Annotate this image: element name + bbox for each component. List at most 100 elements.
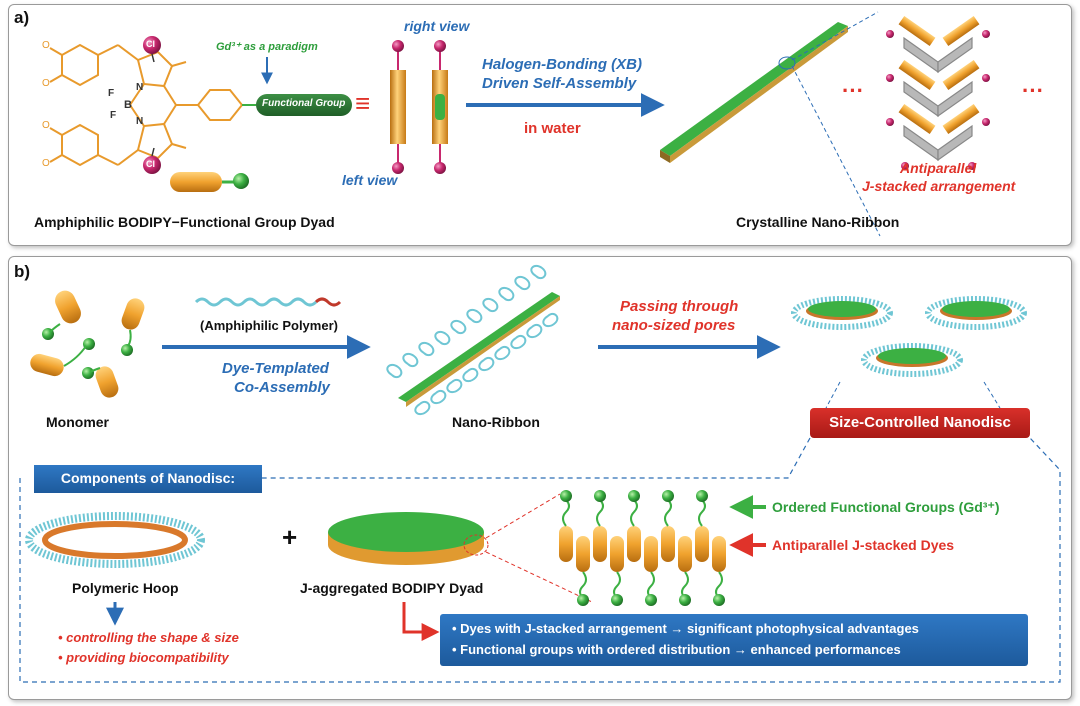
cl-bottom-label: Cl xyxy=(146,159,155,169)
gd-note: Gd³⁺ as a paradigm xyxy=(216,41,318,53)
panel-a xyxy=(8,4,1072,246)
dyad-capsule-icon xyxy=(170,172,222,192)
plus-sign: + xyxy=(282,522,298,552)
components-dashed-outline xyxy=(19,437,1061,683)
stacked-dye xyxy=(559,526,573,562)
linker xyxy=(698,499,706,527)
hoop-bullet-2: • providing biocompatibility xyxy=(58,650,229,665)
o-label-2: O xyxy=(42,78,50,89)
functional-group-ball xyxy=(696,490,708,502)
bodipy-dyad-disc xyxy=(328,512,484,565)
nanoribbon-label: Nano-Ribbon xyxy=(452,414,540,430)
o-label-1: O xyxy=(42,40,50,51)
advantage-bullet-2-text: Functional groups with ordered distribut… xyxy=(460,642,901,657)
o-label-4: O xyxy=(42,158,50,169)
right-view-label: right view xyxy=(404,18,470,34)
equivalence-sign: ≡ xyxy=(355,88,371,118)
crystalline-nano-ribbon xyxy=(660,22,848,163)
n-top-label: N xyxy=(136,82,144,93)
monomer-label: Monomer xyxy=(46,414,109,430)
hoop-bullet-2-text: providing biocompatibility xyxy=(66,650,229,665)
linker xyxy=(630,499,638,527)
stacked-dye xyxy=(712,536,726,572)
functional-group-ball xyxy=(560,490,572,502)
self-assembly-line2: Driven Self-Assembly xyxy=(482,75,637,92)
functional-group-ball xyxy=(679,594,691,606)
monomer-cluster xyxy=(30,290,145,398)
ellipsis-right: ··· xyxy=(1022,78,1044,103)
functional-group-ball xyxy=(594,490,606,502)
stacked-dye xyxy=(695,526,709,562)
stacked-dye xyxy=(644,536,658,572)
f-top-label: F xyxy=(108,88,115,99)
chlorine-atom-bottom xyxy=(143,156,161,174)
functional-group-ball xyxy=(662,490,674,502)
components-label: Components of Nanodisc: xyxy=(60,470,236,486)
bodipy-molecule xyxy=(49,43,256,167)
hoop-label: Polymeric Hoop xyxy=(72,580,179,596)
chlorine-atom-top xyxy=(143,36,161,54)
linker xyxy=(647,571,655,599)
stacked-dye xyxy=(678,536,692,572)
in-water-label: in water xyxy=(524,120,581,137)
cl-top-label: Cl xyxy=(146,39,155,49)
nanodisc-group xyxy=(791,296,1027,377)
ellipsis-left: ··· xyxy=(842,78,864,103)
functional-group-ball xyxy=(628,490,640,502)
f-bottom-label: F xyxy=(110,110,117,121)
functional-group-ball xyxy=(577,594,589,606)
dyad-caption: Amphiphilic BODIPY−Functional Group Dyad xyxy=(34,214,335,230)
coassembly-line1: Dye-Templated xyxy=(222,360,329,377)
functional-group-label: Functional Group xyxy=(262,98,346,109)
linker xyxy=(613,571,621,599)
nanodisc-label-box xyxy=(810,408,1030,438)
polymer-chain xyxy=(194,297,318,307)
left-view-label: left view xyxy=(342,172,398,188)
dyad-elbow-arrow xyxy=(402,602,440,641)
advantage-bullet-2: • Functional groups with ordered distrib… xyxy=(452,642,901,657)
j-stacked-dyes xyxy=(559,490,726,606)
o-label-3: O xyxy=(42,120,50,131)
functional-group-ball xyxy=(645,594,657,606)
advantage-bullet-1-text: Dyes with J-stacked arrangement → signif… xyxy=(460,621,919,636)
polymeric-hoop xyxy=(25,512,205,568)
dyad-views xyxy=(390,40,448,174)
stacked-dye xyxy=(593,526,607,562)
stacked-dye xyxy=(627,526,641,562)
advantages-box xyxy=(440,614,1028,666)
ribbon-caption: Crystalline Nano-Ribbon xyxy=(736,214,900,230)
dyad-ball-icon xyxy=(233,173,249,189)
linker xyxy=(664,499,672,527)
dyad-label: J-aggregated BODIPY Dyad xyxy=(300,580,484,596)
stacked-dye xyxy=(661,526,675,562)
polymer-label: (Amphiphilic Polymer) xyxy=(200,318,338,333)
antiparallel-dyes-label: Antiparallel J-stacked Dyes xyxy=(772,537,955,553)
linker xyxy=(579,571,587,599)
panel-a-label: a) xyxy=(14,8,30,27)
nano-ribbon-b xyxy=(386,264,560,416)
functional-group-pill xyxy=(256,94,352,116)
pores-line1: Passing through xyxy=(620,298,739,315)
hoop-bullet-1: • controlling the shape & size xyxy=(58,630,239,645)
linker xyxy=(596,499,604,527)
linker xyxy=(681,571,689,599)
linker xyxy=(562,499,570,527)
coassembly-line2: Co-Assembly xyxy=(234,379,330,396)
stacked-dye xyxy=(610,536,624,572)
arrangement-line2: J-stacked arrangement xyxy=(862,178,1016,194)
hoop-bullet-1-text: controlling the shape & size xyxy=(66,630,239,645)
linker xyxy=(715,571,723,599)
pores-line2: nano-sized pores xyxy=(612,317,736,334)
functional-group-ball xyxy=(713,594,725,606)
n-bottom-label: N xyxy=(136,116,144,127)
arrangement-line1: Antiparallel xyxy=(900,160,977,176)
functional-group-ball xyxy=(611,594,623,606)
ordered-groups-label: Ordered Functional Groups (Gd³⁺) xyxy=(772,499,1000,515)
b-label: B xyxy=(124,99,132,111)
self-assembly-line1: Halogen-Bonding (XB) xyxy=(482,56,642,73)
antiparallel-stack xyxy=(886,16,990,170)
panel-b-label: b) xyxy=(14,262,31,281)
components-label-box xyxy=(34,465,262,493)
nanodisc-label: Size-Controlled Nanodisc xyxy=(829,414,1011,431)
